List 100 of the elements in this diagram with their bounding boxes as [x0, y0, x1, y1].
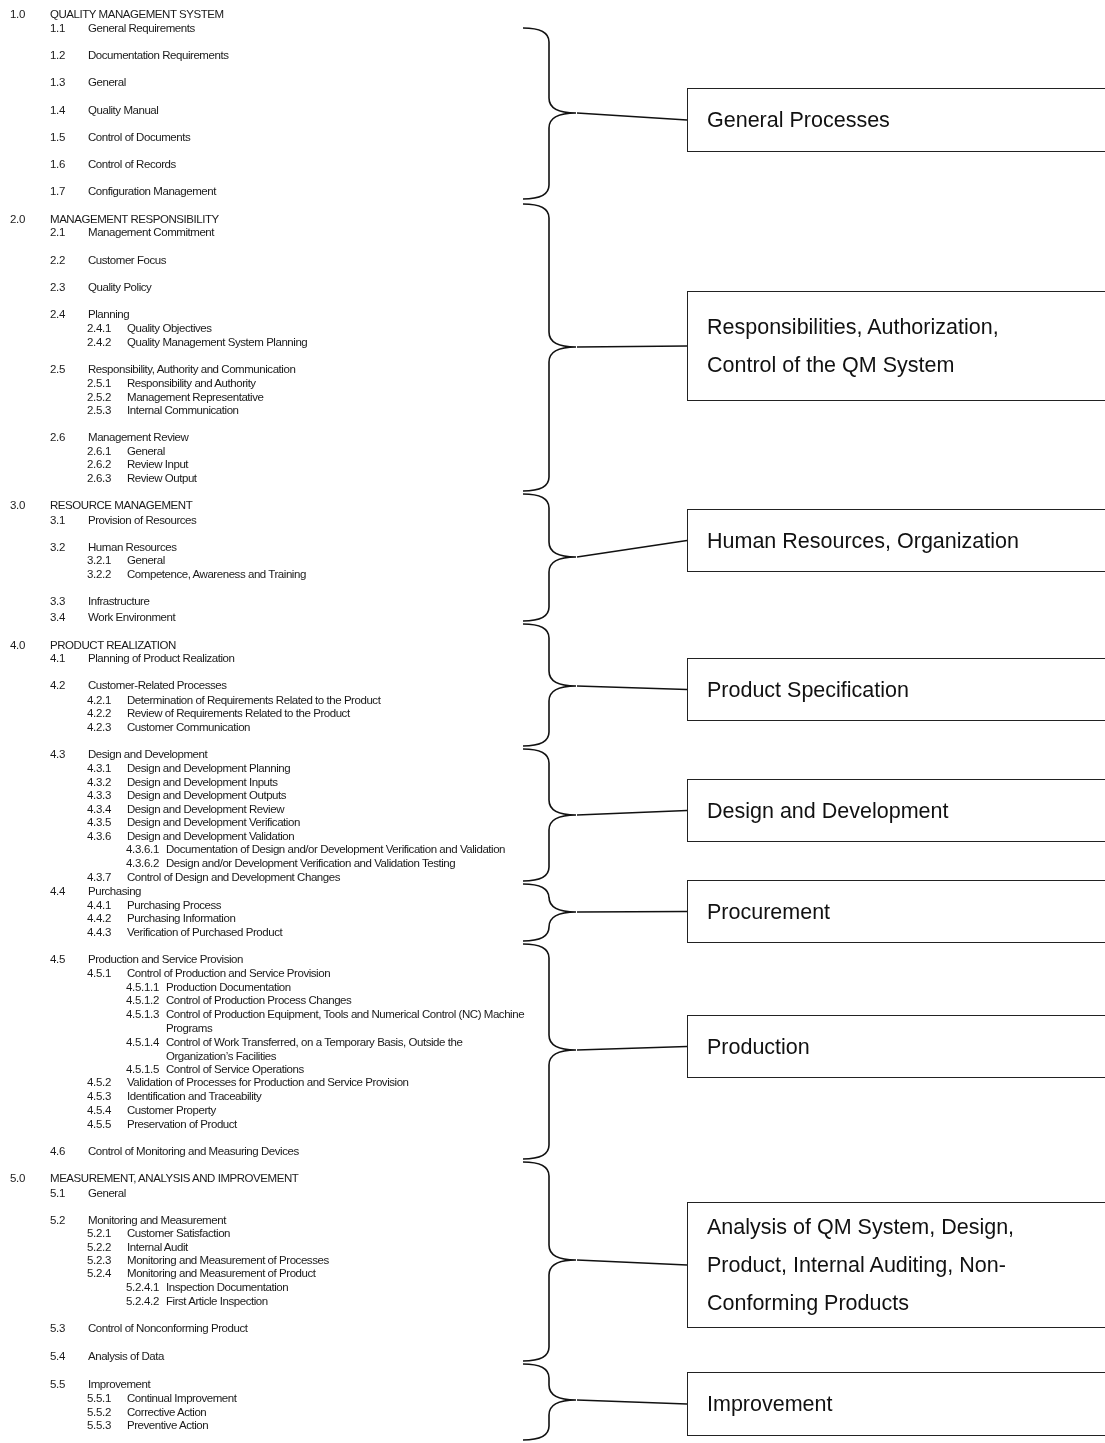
- section-title: Verification of Purchased Product: [127, 925, 283, 939]
- section-title: Documentation Requirements: [88, 48, 229, 62]
- section-number: 2.3: [50, 280, 66, 294]
- section-title: Preventive Action: [127, 1418, 209, 1432]
- category-label: Production: [707, 1033, 811, 1061]
- category-box: [687, 291, 1105, 401]
- section-number: 3.3: [50, 594, 66, 608]
- section-number: 5.4: [50, 1349, 66, 1363]
- section-number: 4.3.1: [87, 761, 112, 775]
- section-number: 5.5.3: [87, 1418, 112, 1432]
- section-number: 5.5: [50, 1377, 66, 1391]
- connector-line: [576, 1399, 688, 1405]
- section-title: Management Commitment: [88, 225, 215, 239]
- section-title: Design and Development Planning: [127, 761, 291, 775]
- section-title: Validation of Processes for Production and Service Provision: [127, 1075, 409, 1089]
- section-number: 2.2: [50, 253, 66, 267]
- category-label: Improvement: [707, 1391, 834, 1418]
- section-number: 4.4.2: [87, 911, 112, 925]
- section-number: 5.2.4.1: [126, 1280, 160, 1294]
- section-title: Monitoring and Measurement of Product: [127, 1266, 316, 1280]
- section-title: Review Output: [127, 471, 197, 485]
- section-number: 2.6.2: [87, 457, 112, 471]
- section-number: 2.6.1: [87, 444, 112, 458]
- section-title: Customer Satisfaction: [127, 1226, 231, 1240]
- section-number: 2.5.1: [87, 376, 112, 390]
- section-number: 3.0: [10, 498, 26, 512]
- section-title: Customer Focus: [88, 253, 167, 267]
- section-number: 4.5.2: [87, 1075, 112, 1089]
- section-title: Planning: [88, 307, 130, 321]
- section-number: 4.3.5: [87, 815, 112, 829]
- section-title: General: [127, 553, 165, 567]
- section-title: Customer Property: [127, 1103, 216, 1117]
- section-title: Monitoring and Measurement of Processes: [127, 1253, 329, 1267]
- section-title: Customer Communication: [127, 720, 251, 734]
- section-number: 3.2.2: [87, 567, 112, 581]
- category-box: [687, 509, 1105, 572]
- section-title: Design and/or Development Verification and Validation Testing: [166, 856, 456, 870]
- section-number: 2.4.1: [87, 321, 112, 335]
- section-title: Control of Production Equipment, Tools and Numerical Control (NC) Machine Programs: [166, 1007, 526, 1035]
- section-number: 4.5.1.2: [126, 993, 160, 1007]
- section-number: 4.5.1.1: [126, 980, 160, 994]
- section-title: Quality Objectives: [127, 321, 212, 335]
- section-title: Quality Manual: [88, 103, 159, 117]
- section-number: 1.6: [50, 157, 66, 171]
- connector-line: [576, 345, 688, 348]
- category-label: Procurement: [707, 898, 832, 926]
- section-number: 5.2.4.2: [126, 1294, 160, 1308]
- section-title: First Article Inspection: [166, 1294, 268, 1308]
- section-number: 2.1: [50, 225, 66, 239]
- category-label: Responsibilities, Authorization, Control of the QM System: [707, 314, 1000, 379]
- category-label: General Processes: [707, 107, 891, 134]
- section-number: 4.3: [50, 747, 66, 761]
- section-number: 4.6: [50, 1144, 66, 1158]
- section-number: 4.1: [50, 651, 66, 665]
- connector-line: [576, 539, 688, 558]
- section-number: 1.3: [50, 75, 66, 89]
- section-title: Infrastructure: [88, 594, 150, 608]
- category-box: [687, 880, 1105, 943]
- section-number: 4.3.6.2: [126, 856, 160, 870]
- section-number: 5.2.1: [87, 1226, 112, 1240]
- section-title: Production and Service Provision: [88, 952, 243, 966]
- section-number: 4.5.1: [87, 966, 112, 980]
- category-box: [687, 88, 1105, 152]
- section-number: 4.3.3: [87, 788, 112, 802]
- section-number: 5.3: [50, 1321, 66, 1335]
- section-title: Design and Development: [88, 747, 208, 761]
- section-title: Competence, Awareness and Training: [127, 567, 306, 581]
- section-title: Control of Production and Service Provision: [127, 966, 331, 980]
- section-title: PRODUCT REALIZATION: [50, 638, 176, 652]
- section-title: Control of Work Transferred, on a Temporary Basis, Outside the Organization’s Facilities: [166, 1035, 464, 1063]
- section-title: Inspection Documentation: [166, 1280, 289, 1294]
- section-title: Work Environment: [88, 610, 176, 624]
- category-box: [687, 658, 1105, 721]
- section-title: Management Representative: [127, 390, 264, 404]
- section-title: Purchasing: [88, 884, 142, 898]
- section-title: Review of Requirements Related to the Product: [127, 706, 350, 720]
- section-number: 4.5.1.5: [126, 1062, 160, 1076]
- section-title: Analysis of Data: [88, 1349, 164, 1363]
- category-label: Human Resources, Organization: [707, 527, 1020, 555]
- section-number: 5.2: [50, 1213, 66, 1227]
- section-number: 5.0: [10, 1171, 26, 1185]
- connector-line: [576, 910, 688, 913]
- category-box: [687, 779, 1105, 842]
- section-title: Design and Development Review: [127, 802, 284, 816]
- category-box: [687, 1202, 1105, 1328]
- section-title: Responsibility, Authority and Communication: [88, 362, 296, 376]
- connector-line: [576, 112, 688, 121]
- section-title: Configuration Management: [88, 184, 216, 198]
- connector-line: [576, 1259, 688, 1266]
- section-title: Provision of Resources: [88, 513, 197, 527]
- section-title: Management Review: [88, 430, 189, 444]
- section-title: Planning of Product Realization: [88, 651, 235, 665]
- section-number: 2.6: [50, 430, 66, 444]
- connector-line: [576, 685, 688, 691]
- section-number: 3.4: [50, 610, 66, 624]
- section-title: General: [88, 75, 126, 89]
- section-title: General: [127, 444, 165, 458]
- section-title: Purchasing Process: [127, 898, 222, 912]
- section-number: 4.5.5: [87, 1117, 112, 1131]
- section-number: 1.0: [10, 7, 26, 21]
